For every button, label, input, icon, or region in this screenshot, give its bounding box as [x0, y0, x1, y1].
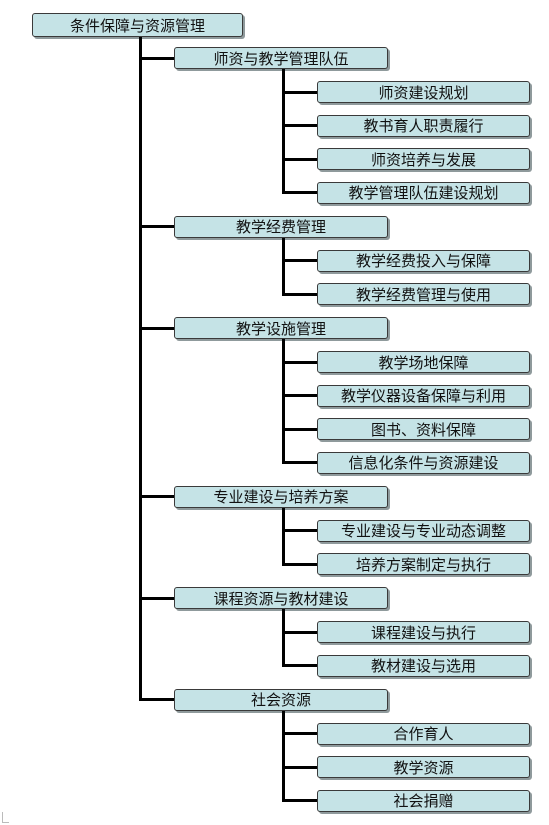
item-box: 教书育人职责履行 — [317, 114, 530, 137]
category-box-label: 教学经费管理 — [235, 218, 326, 236]
item-box: 教学经费投入与保障 — [317, 249, 530, 272]
connector-root-to-category — [140, 698, 174, 701]
category-box: 教学设施管理 — [174, 317, 388, 339]
item-box-label: 教材建设与选用 — [370, 657, 476, 675]
category-box-label: 教学设施管理 — [235, 319, 326, 338]
item-box-label: 师资建设规划 — [378, 83, 469, 102]
category-box: 社会资源 — [174, 688, 388, 711]
root-node: 条件保障与资源管理 — [32, 13, 243, 37]
item-box-label: 教学场地保障 — [378, 353, 469, 372]
connector-category-to-item — [283, 292, 317, 296]
category-box: 课程资源与教材建设 — [174, 587, 388, 609]
item-box-label: 教学仪器设备保障与利用 — [340, 387, 506, 405]
corner-mark — [2, 812, 9, 823]
item-box-label: 师资培养与发展 — [370, 150, 476, 169]
item-box: 教材建设与选用 — [317, 654, 530, 677]
item-box: 课程建设与执行 — [317, 621, 530, 643]
category-spine — [281, 69, 285, 194]
connector-category-to-item — [283, 630, 317, 634]
item-box-label: 合作育人 — [393, 725, 454, 743]
category-box: 师资与教学管理队伍 — [174, 47, 388, 69]
category-spine — [281, 339, 285, 464]
item-box-label: 教书育人职责履行 — [363, 117, 484, 135]
connector-category-to-item — [283, 562, 317, 566]
category-box-label: 专业建设与培养方案 — [213, 488, 349, 506]
root-label: 条件保障与资源管理 — [69, 16, 205, 35]
item-box: 社会捐赠 — [317, 789, 530, 812]
category-spine — [281, 609, 285, 667]
connector-category-to-item — [283, 191, 317, 194]
item-box: 教学经费管理与使用 — [317, 283, 530, 305]
item-box-label: 培养方案制定与执行 — [355, 555, 491, 574]
category-box: 教学经费管理 — [174, 215, 388, 238]
item-box: 合作育人 — [317, 722, 530, 745]
category-spine — [281, 507, 285, 566]
item-box: 图书、资料保障 — [317, 418, 530, 440]
item-box-label: 教学资源 — [393, 758, 454, 777]
item-box-label: 图书、资料保障 — [370, 420, 476, 439]
item-box: 培养方案制定与执行 — [317, 553, 530, 575]
connector-category-to-item — [283, 124, 317, 127]
item-box: 师资培养与发展 — [317, 148, 530, 170]
item-box-label: 信息化条件与资源建设 — [348, 454, 499, 472]
item-box: 教学仪器设备保障与利用 — [317, 384, 530, 407]
connector-category-to-item — [283, 360, 317, 364]
connector-root-to-category — [140, 326, 174, 330]
connector-category-to-item — [283, 427, 317, 431]
item-box: 专业建设与专业动态调整 — [317, 519, 530, 542]
category-box-label: 师资与教学管理队伍 — [213, 49, 349, 68]
category-spine — [281, 710, 285, 802]
item-box-label: 教学经费管理与使用 — [355, 285, 491, 304]
connector-category-to-item — [283, 157, 317, 161]
item-box: 信息化条件与资源建设 — [317, 451, 530, 474]
connector-category-to-item — [283, 461, 317, 464]
connector-category-to-item — [283, 90, 317, 94]
item-box: 教学场地保障 — [317, 351, 530, 373]
connector-root-to-category — [140, 495, 174, 498]
root-spine — [138, 37, 142, 701]
category-box-label: 课程资源与教材建设 — [213, 589, 349, 608]
connector-root-to-category — [140, 225, 174, 228]
connector-category-to-item — [283, 765, 317, 769]
item-box-label: 专业建设与专业动态调整 — [340, 522, 506, 540]
connector-root-to-category — [140, 56, 174, 60]
connector-category-to-item — [283, 732, 317, 735]
category-box-label: 社会资源 — [250, 691, 311, 709]
connector-category-to-item — [283, 529, 317, 532]
item-box-label: 教学经费投入与保障 — [355, 252, 491, 270]
connector-category-to-item — [283, 259, 317, 262]
connector-category-to-item — [283, 799, 317, 802]
item-box: 教学管理队伍建设规划 — [317, 181, 530, 204]
category-box: 专业建设与培养方案 — [174, 485, 388, 508]
item-box-label: 社会捐赠 — [393, 792, 454, 810]
connector-category-to-item — [283, 394, 317, 397]
item-box: 教学资源 — [317, 756, 530, 778]
connector-root-to-category — [140, 596, 174, 600]
category-spine — [281, 237, 285, 296]
item-box: 师资建设规划 — [317, 81, 530, 103]
connector-category-to-item — [283, 664, 317, 667]
item-box-label: 教学管理队伍建设规划 — [348, 184, 499, 202]
item-box-label: 课程建设与执行 — [370, 623, 476, 642]
